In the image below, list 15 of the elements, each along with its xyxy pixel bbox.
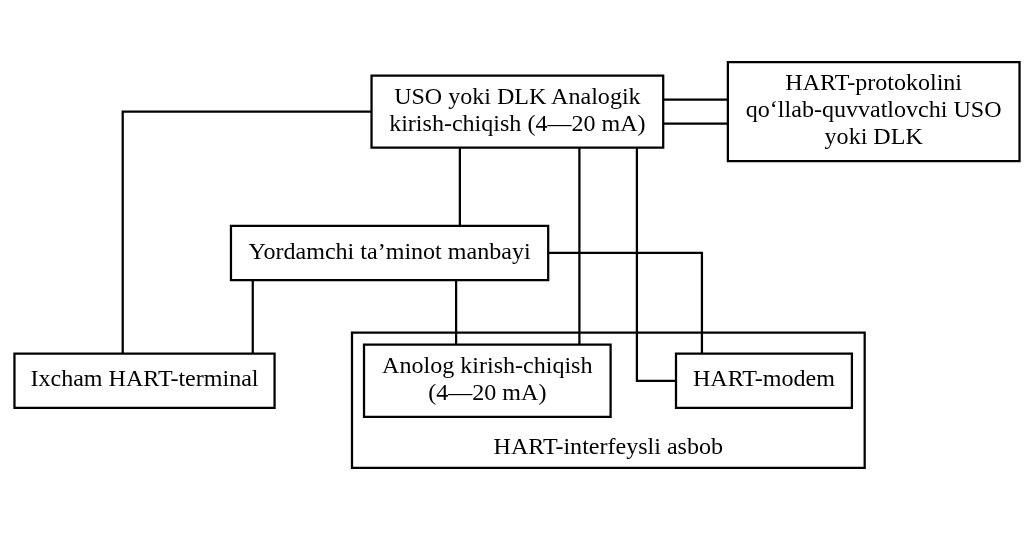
node-box: USO yoki DLK Analogik kirish-chiqish (4—20 mA) bbox=[370, 73, 665, 149]
connector bbox=[663, 122, 728, 125]
node-box: Anolog kirish-chiqish (4—20 mA) bbox=[362, 343, 612, 418]
connector bbox=[251, 279, 254, 354]
connector bbox=[455, 279, 458, 344]
node-box: HART-modem bbox=[674, 352, 854, 409]
node-box: Ixcham HART-terminal bbox=[13, 352, 276, 409]
connector bbox=[578, 147, 581, 345]
connector bbox=[635, 147, 676, 382]
node-box: HART-protokolini qo‘llab-quvvatlovchi USO yoki DLK bbox=[726, 60, 1021, 162]
connector bbox=[663, 97, 728, 101]
connector bbox=[121, 110, 371, 353]
connector bbox=[458, 147, 461, 226]
connector bbox=[548, 251, 704, 354]
node-box: Yordamchi ta’minot manbayi bbox=[229, 224, 550, 281]
